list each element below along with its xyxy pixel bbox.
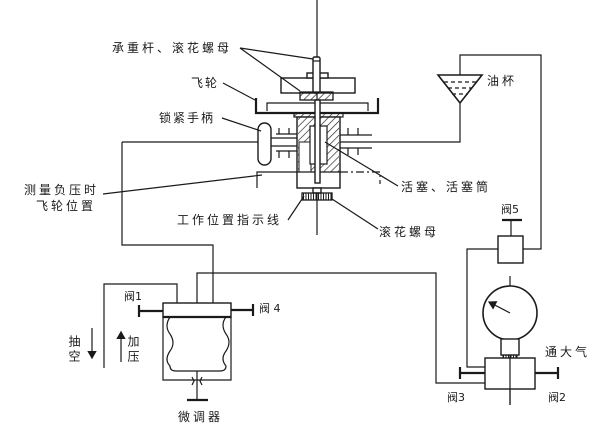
label-knurled-nut: 滚花螺母 (379, 225, 440, 239)
pipe-cylinder-to-adjuster (121, 142, 214, 317)
piston-rod (314, 99, 321, 184)
valve-5-body (497, 235, 524, 264)
pipe-oilcup-to-cylinder (340, 103, 461, 143)
oil-cup (436, 74, 484, 105)
valve-4-handle (231, 304, 255, 316)
pipe-valve5-to-block (466, 248, 498, 368)
neg-pressure-flywheel-line-right (340, 171, 381, 184)
label-piston-cylinder: 活塞、活塞筒 (401, 180, 492, 194)
label-vent-atmosphere: 通大气 (545, 345, 591, 359)
label-locking-handle: 锁紧手柄 (159, 111, 216, 125)
right-shaft (340, 134, 372, 149)
oil-cup-funnel (436, 74, 484, 105)
piston-cylinder (293, 99, 344, 201)
label-valve-2: 阀2 (548, 391, 566, 404)
label-valve-1: 阀1 (124, 290, 142, 303)
label-oil-cup: 油杯 (487, 74, 518, 88)
adjuster-cap (162, 302, 232, 318)
leader-flywheel (222, 82, 256, 101)
gauge-needle-icon (487, 301, 511, 314)
leader-working-position (287, 195, 305, 221)
label-evacuate: 抽空 (67, 335, 81, 365)
leader-locking-handle (221, 117, 262, 132)
locking-handle-grip (257, 122, 272, 166)
pipe-oilcup-to-valve5 (459, 54, 542, 250)
left-bracket-bottom (276, 150, 297, 158)
leader-neg-pressure-position (102, 174, 263, 195)
load-rod (312, 56, 321, 94)
neg-pressure-flywheel-line-left (256, 171, 297, 188)
left-shaft (271, 137, 297, 147)
pipe-evacuate-pressurize (103, 283, 178, 368)
rod-connector (312, 187, 322, 194)
leader-piston (324, 141, 399, 187)
label-neg-pressure-line2: 飞轮位置 (36, 199, 97, 213)
leader-top-nut (239, 47, 301, 92)
valve-3-handle (458, 367, 485, 379)
label-working-position: 工作位置指示线 (177, 213, 283, 227)
label-micro-adjuster: 微调器 (178, 410, 224, 424)
label-flywheel: 飞轮 (191, 76, 220, 90)
label-valve-5: 阀5 (501, 203, 519, 216)
label-neg-pressure-line1: 测量负压时 (24, 183, 100, 197)
label-load-rod-knurled-nut: 承重杆、滚花螺母 (112, 41, 233, 55)
oil-level-icon (444, 81, 476, 95)
valve-2-handle (535, 367, 560, 379)
valve-1-handle (137, 305, 163, 317)
label-valve-3: 阀3 (447, 391, 465, 404)
label-valve-4: 阀 4 (259, 302, 281, 315)
leader-lines (102, 47, 399, 230)
load-rod-assembly (280, 56, 356, 101)
right-brackets (347, 128, 359, 155)
bottom-knurled-nut (301, 192, 333, 201)
bellows (166, 316, 230, 372)
pipe-adjuster-to-block (196, 272, 485, 384)
top-knurled-nut (299, 91, 334, 101)
micro-adjuster (162, 302, 232, 402)
adjuster-screw-marks (191, 376, 203, 386)
gauge-neck (500, 338, 520, 356)
cylinder-side-cutout (298, 141, 312, 173)
label-pressurize: 加压 (126, 335, 140, 365)
left-bracket-top (276, 128, 297, 135)
leader-knurled-nut (331, 198, 379, 230)
valve-5 (497, 218, 524, 264)
leader-load-rod (239, 47, 314, 60)
pressure-gauge (482, 285, 538, 359)
locking-handle-assembly (122, 122, 372, 166)
